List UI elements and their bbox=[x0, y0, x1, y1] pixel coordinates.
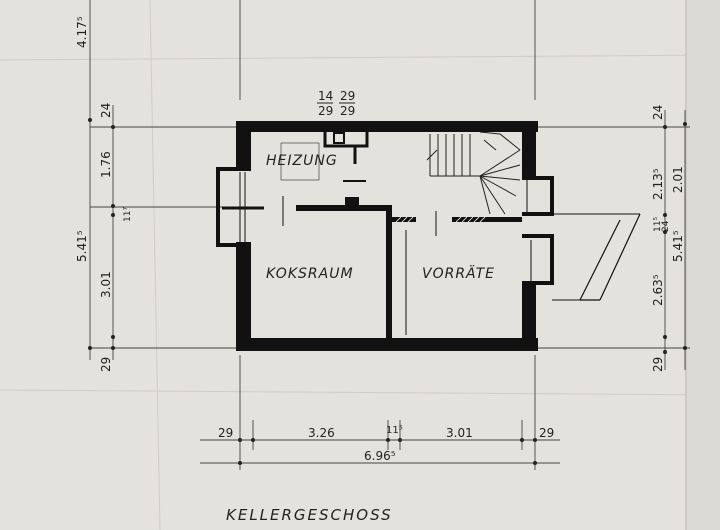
door-stub-right bbox=[452, 217, 522, 222]
boiler-outline bbox=[280, 142, 437, 335]
north-wall bbox=[236, 121, 538, 132]
west-wall-lower bbox=[236, 242, 251, 351]
outer-walls bbox=[236, 121, 538, 351]
staircase bbox=[426, 131, 521, 215]
chimney bbox=[323, 128, 369, 164]
right-dim-upper-b: 2.01 bbox=[671, 166, 685, 193]
bottom-dim-left-wall: 29 bbox=[218, 426, 233, 440]
right-dim-bottom-wall: 29 bbox=[651, 357, 665, 372]
dimension-dots bbox=[88, 118, 687, 465]
bottom-dim-right-room: 3.01 bbox=[446, 426, 473, 440]
left-dim-lower: 3.01 bbox=[99, 271, 113, 298]
bottom-dim-total: 6.96⁵ bbox=[364, 449, 396, 463]
left-dim-outer-top: 4.17⁵ bbox=[75, 16, 89, 48]
paper-edge bbox=[685, 0, 720, 530]
room-label-heating: HEIZUNG bbox=[266, 153, 338, 169]
left-dimensions: 4.17⁵ 5.41⁵ 24 1.76 11⁷ 3.01 29 bbox=[75, 16, 133, 372]
chimney-dim-a-bottom: 29 bbox=[318, 104, 333, 118]
bottom-dim-right-wall: 29 bbox=[539, 426, 554, 440]
left-dim-total: 5.41⁵ bbox=[75, 230, 89, 262]
east-wall-lower bbox=[522, 285, 536, 351]
left-dim-upper: 1.76 bbox=[99, 151, 113, 178]
bottom-dimensions: 29 3.26 11⁵ 3.01 29 6.96⁵ bbox=[218, 425, 554, 463]
heating-partition bbox=[296, 205, 392, 211]
bottom-dim-partition: 11⁵ bbox=[386, 425, 403, 436]
right-dimensions: 24 2.13⁵ 2.01 11⁵ 24 5.41⁵ 2.63⁵ 29 bbox=[651, 105, 685, 372]
right-dim-mid-b: 24 bbox=[661, 220, 671, 232]
bottom-dim-left-room: 3.26 bbox=[308, 426, 335, 440]
left-dim-mid: 11⁷ bbox=[123, 207, 133, 222]
hatching bbox=[395, 216, 486, 223]
left-dim-top-wall: 24 bbox=[99, 103, 113, 118]
left-dim-bottom-wall: 29 bbox=[99, 357, 113, 372]
right-dim-lower: 2.63⁵ bbox=[651, 274, 665, 306]
storage-partition bbox=[386, 205, 392, 338]
drawing-title: KELLERGESCHOSS bbox=[226, 506, 393, 524]
chimney-dim-b-top: 29 bbox=[340, 89, 355, 103]
room-label-storage: VORRÄTE bbox=[422, 264, 495, 282]
west-window-well bbox=[216, 167, 264, 247]
south-wall bbox=[236, 338, 538, 351]
chimney-dim-b-bottom: 29 bbox=[340, 104, 355, 118]
chimney-dim-a-top: 14 bbox=[318, 89, 333, 103]
room-label-coke-room: KOKSRAUM bbox=[266, 266, 354, 282]
right-dim-upper-a: 2.13⁵ bbox=[651, 168, 665, 200]
chimney-dimensions: 14 29 29 29 bbox=[317, 89, 355, 118]
west-wall-upper bbox=[236, 121, 251, 171]
right-dim-total: 5.41⁵ bbox=[671, 230, 685, 262]
right-dim-mid-a: 11⁵ bbox=[653, 217, 663, 232]
east-wall-upper bbox=[522, 121, 536, 179]
east-window-well bbox=[522, 176, 641, 301]
partition-post bbox=[345, 197, 359, 206]
right-dim-top-wall: 24 bbox=[651, 105, 665, 120]
